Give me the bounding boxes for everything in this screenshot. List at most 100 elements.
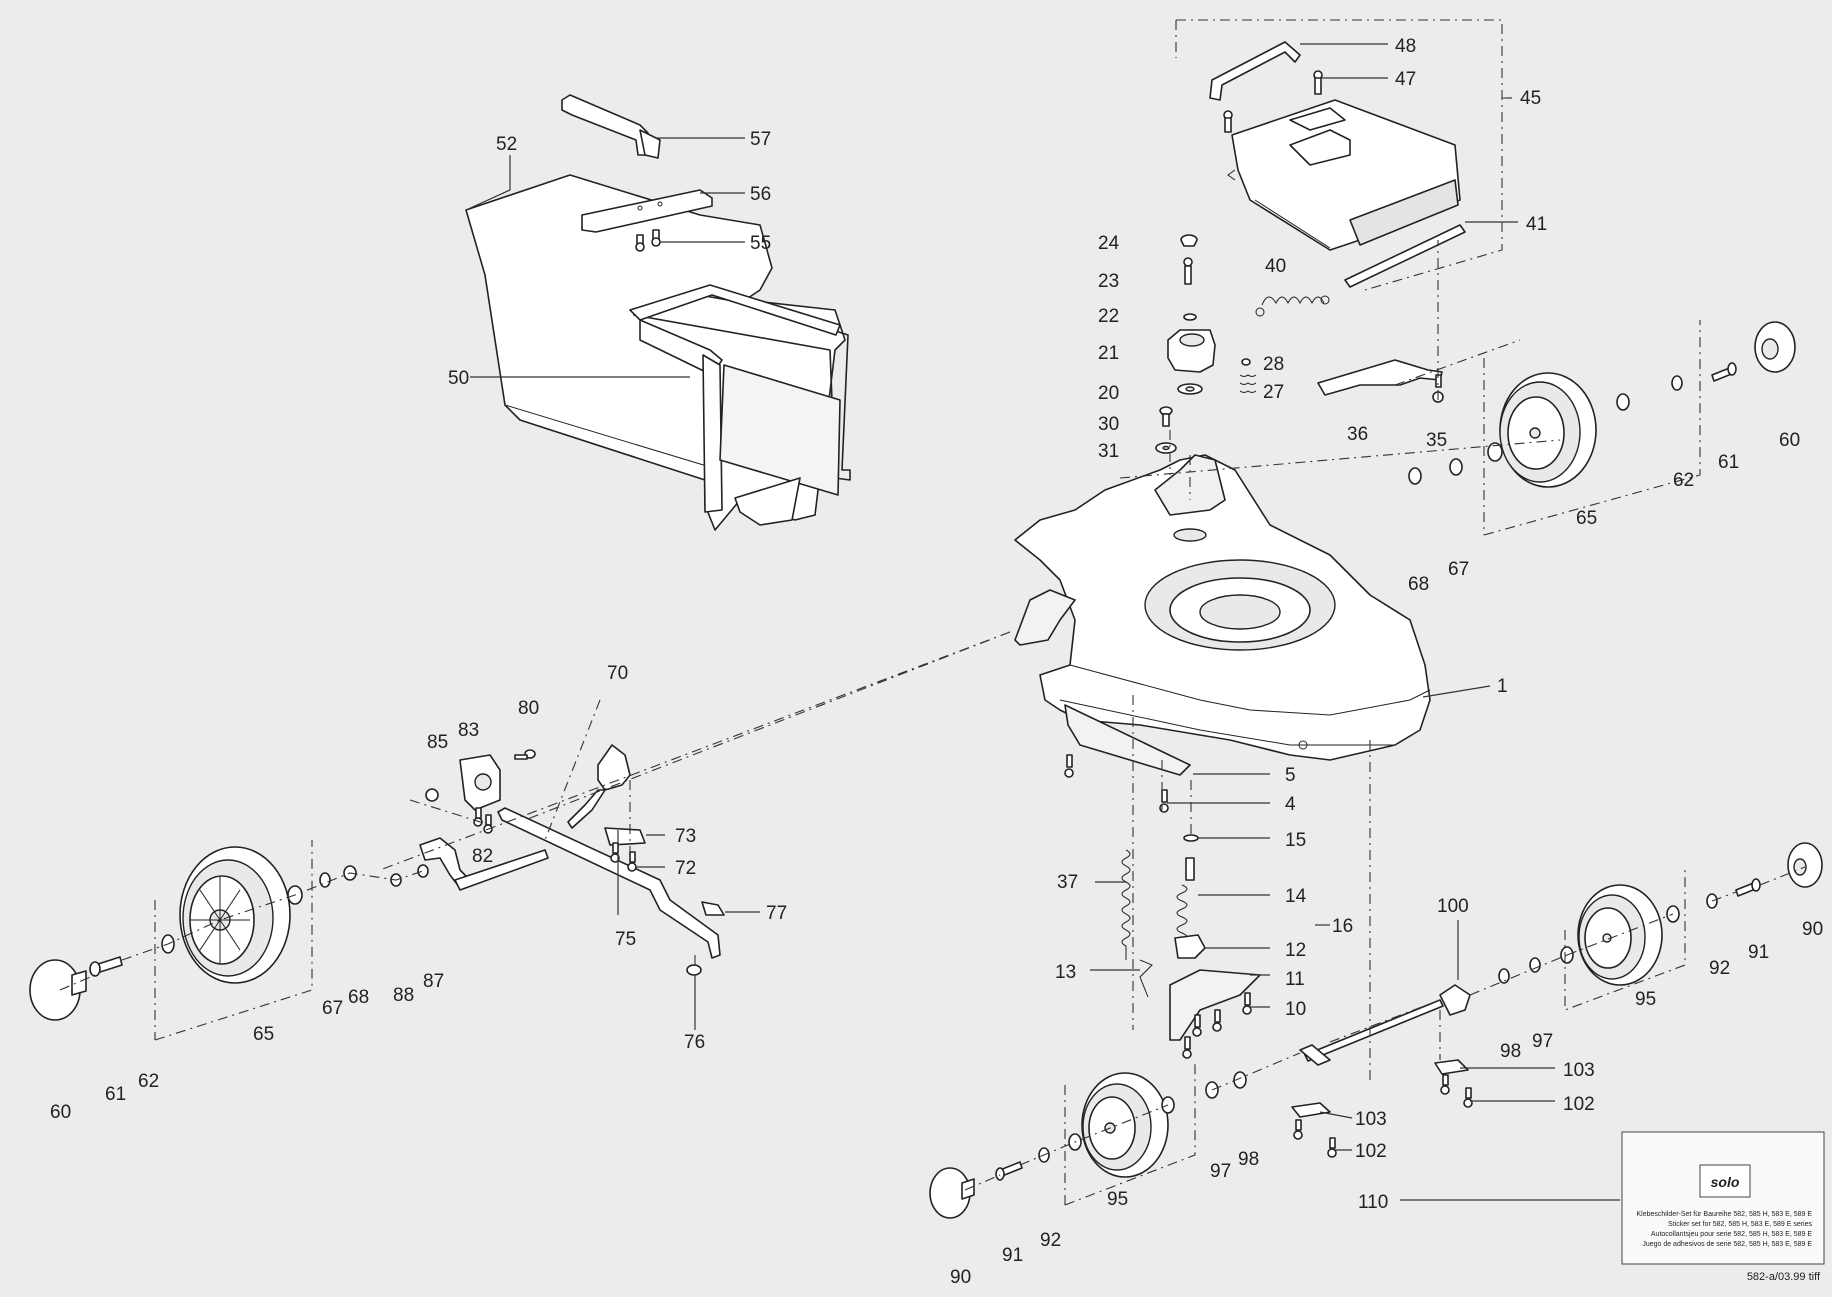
label-103-left: 103 bbox=[1355, 1109, 1387, 1130]
spring-37 bbox=[1121, 849, 1131, 960]
screws-5 bbox=[1064, 754, 1169, 813]
label-62-left: 62 bbox=[138, 1071, 159, 1092]
screw-47-shank bbox=[1314, 77, 1322, 95]
label-50: 50 bbox=[448, 368, 469, 389]
rear-flap-45 bbox=[1227, 99, 1461, 251]
label-56: 56 bbox=[750, 184, 771, 205]
washer-97r bbox=[1529, 957, 1541, 973]
spring-40 bbox=[1255, 295, 1330, 317]
label-10: 10 bbox=[1285, 999, 1306, 1020]
wheel-65-left bbox=[179, 846, 291, 984]
label-76: 76 bbox=[684, 1032, 705, 1053]
mower-deck-1 bbox=[1014, 454, 1431, 776]
label-91-right: 91 bbox=[1748, 942, 1769, 963]
label-60-right: 60 bbox=[1779, 430, 1800, 451]
label-67-left: 67 bbox=[322, 998, 343, 1019]
wheel-95-left bbox=[1081, 1072, 1169, 1178]
label-61-right: 61 bbox=[1718, 452, 1739, 473]
label-1: 1 bbox=[1497, 676, 1508, 697]
bolt-91-right bbox=[1735, 878, 1761, 897]
label-16: 16 bbox=[1332, 916, 1353, 937]
label-95-right: 95 bbox=[1635, 989, 1656, 1010]
label-87: 87 bbox=[423, 971, 444, 992]
bolt-91-left bbox=[995, 1161, 1023, 1181]
label-77: 77 bbox=[766, 903, 787, 924]
label-90-left: 90 bbox=[950, 1267, 971, 1288]
label-62-right: 62 bbox=[1673, 470, 1694, 491]
label-65-right: 65 bbox=[1576, 508, 1597, 529]
sticker-text-es: Juego de adhesivos de serie 582, 585 H, … bbox=[1642, 1241, 1812, 1248]
bracket-70 bbox=[567, 744, 631, 829]
label-70: 70 bbox=[607, 663, 628, 684]
label-22: 22 bbox=[1098, 306, 1119, 327]
label-14: 14 bbox=[1285, 886, 1307, 907]
height-knob-assembly bbox=[1155, 234, 1257, 454]
label-35: 35 bbox=[1426, 430, 1447, 451]
nut-right-inner bbox=[1487, 442, 1503, 462]
label-55: 55 bbox=[750, 233, 771, 254]
label-13: 13 bbox=[1055, 962, 1076, 983]
bolt-61-left bbox=[89, 956, 123, 977]
label-30: 30 bbox=[1098, 414, 1119, 435]
handle-bracket-56 bbox=[581, 189, 713, 233]
label-40: 40 bbox=[1265, 256, 1286, 277]
label-67-right: 67 bbox=[1448, 559, 1469, 580]
label-15: 15 bbox=[1285, 830, 1306, 851]
label-92-left: 92 bbox=[1040, 1230, 1061, 1251]
wheel-95-right bbox=[1577, 884, 1663, 986]
washer-87 bbox=[417, 864, 429, 878]
label-20: 20 bbox=[1098, 383, 1119, 404]
label-5: 5 bbox=[1285, 765, 1296, 786]
hubcap-60-left bbox=[29, 959, 87, 1021]
label-90-right: 90 bbox=[1802, 919, 1823, 940]
screws-55 bbox=[635, 229, 661, 252]
clamp-103 bbox=[1291, 1059, 1469, 1118]
clip-73 bbox=[604, 827, 646, 846]
label-24: 24 bbox=[1098, 233, 1120, 254]
nut-right bbox=[1616, 393, 1630, 411]
label-73: 73 bbox=[675, 826, 696, 847]
drawing-reference: 582-a/03.99 tiff bbox=[1747, 1271, 1821, 1283]
bracket-83 bbox=[459, 754, 501, 811]
label-91-left: 91 bbox=[1002, 1245, 1023, 1266]
label-68-right: 68 bbox=[1408, 574, 1429, 595]
axle-41 bbox=[1344, 224, 1466, 288]
screw-47b-shank bbox=[1224, 117, 1232, 133]
wheel-65-right bbox=[1499, 372, 1597, 488]
washer-98l bbox=[1233, 1071, 1247, 1089]
screws-102 bbox=[1293, 1074, 1473, 1158]
washer-67-right bbox=[1449, 458, 1463, 476]
sticker-text-fr: Autocollantsjeu pour serie 582, 585 H, 5… bbox=[1651, 1231, 1812, 1238]
hubcap-90-right bbox=[1787, 842, 1823, 888]
label-12: 12 bbox=[1285, 940, 1306, 961]
label-103-right: 103 bbox=[1563, 1060, 1595, 1081]
washer-85 bbox=[425, 788, 439, 802]
washer-98r bbox=[1498, 968, 1510, 984]
label-102-right: 102 bbox=[1563, 1094, 1595, 1115]
sticker-set-box-110: solo Klebeschilder-Set für Baureihe 582,… bbox=[1621, 1131, 1825, 1265]
hubcap-90-left bbox=[929, 1167, 975, 1219]
label-80: 80 bbox=[518, 698, 539, 719]
label-23: 23 bbox=[1098, 271, 1119, 292]
label-83: 83 bbox=[458, 720, 479, 741]
label-21: 21 bbox=[1098, 343, 1119, 364]
washer-68-right bbox=[1408, 467, 1422, 485]
bolt-61-right bbox=[1711, 362, 1737, 382]
label-4: 4 bbox=[1285, 794, 1296, 815]
label-97-left: 97 bbox=[1210, 1161, 1231, 1182]
solo-logo: solo bbox=[1711, 1174, 1740, 1190]
leader-lines bbox=[465, 43, 1620, 1201]
label-85: 85 bbox=[427, 732, 448, 753]
sticker-text-en: Sticker set for 582, 585 H, 583 E, 589 E… bbox=[1668, 1221, 1812, 1228]
label-11: 11 bbox=[1285, 969, 1305, 990]
label-88: 88 bbox=[393, 985, 414, 1006]
carry-handle-57 bbox=[561, 94, 661, 159]
label-65-left: 65 bbox=[253, 1024, 274, 1045]
label-92-right: 92 bbox=[1709, 958, 1730, 979]
label-48: 48 bbox=[1395, 36, 1416, 57]
screws-10 bbox=[1182, 992, 1252, 1059]
label-28: 28 bbox=[1263, 354, 1284, 375]
label-47: 47 bbox=[1395, 69, 1416, 90]
label-82: 82 bbox=[472, 846, 493, 867]
